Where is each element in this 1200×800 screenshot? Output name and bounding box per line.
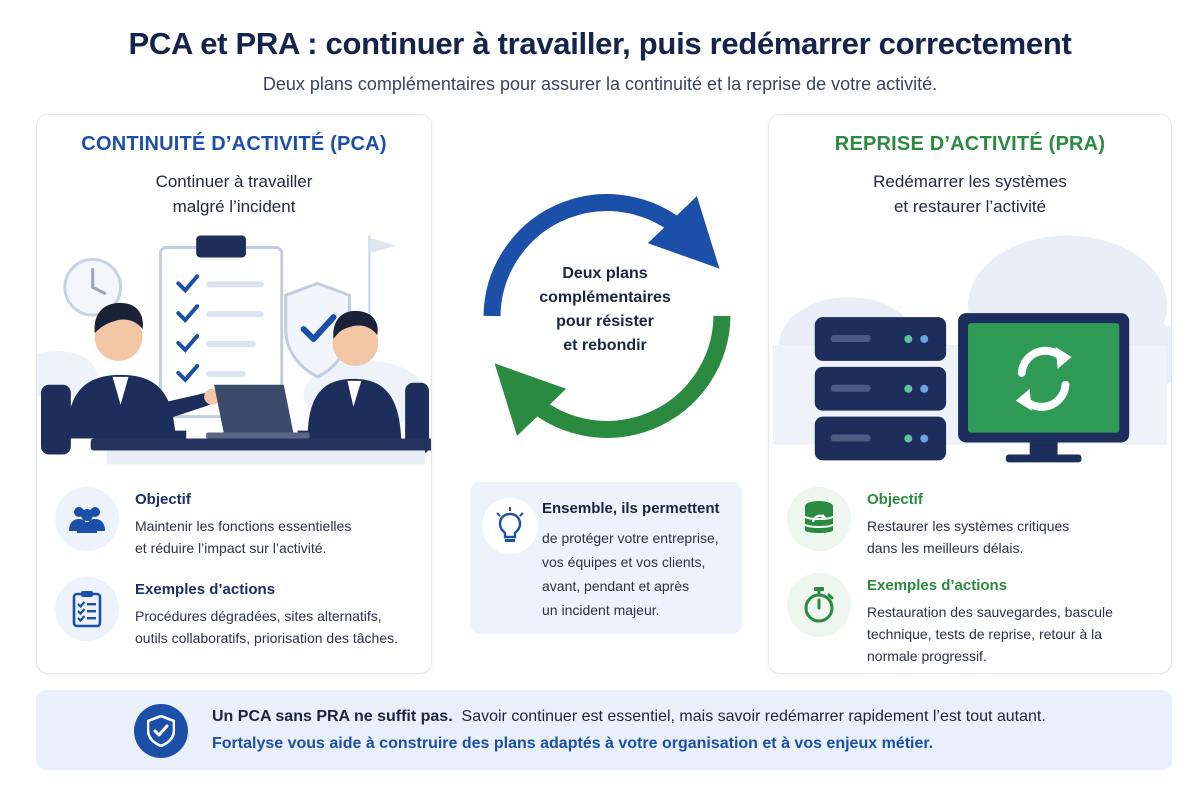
database-restore-icon <box>787 487 851 551</box>
ensemble-title: Ensemble, ils permettent <box>542 500 720 517</box>
page-title: PCA et PRA : continuer à travailler, pui… <box>128 26 1072 61</box>
clock-icon <box>63 257 123 317</box>
text-line: outils collaboratifs, priorisation des t… <box>135 630 399 646</box>
text-line: normale progressif. <box>867 648 987 664</box>
text-line: de protéger votre entreprise, <box>542 530 719 546</box>
banner-line-2: Fortalyse vous aide à construire des pla… <box>212 735 934 752</box>
person-right <box>297 310 402 441</box>
text-line: dans les meilleurs délais. <box>867 540 1024 556</box>
green-cycle-arrow <box>494 315 731 438</box>
text-line: avant, pendant et après <box>542 578 690 594</box>
pca-heading: CONTINUITÉ D’ACTIVITÉ (PCA) <box>81 133 387 155</box>
text-line: vos équipes et vos clients, <box>542 554 706 570</box>
pra-actions-text: Restauration des sauvegardes, bascule te… <box>867 601 1167 667</box>
pca-tagline-line: Continuer à travailler <box>155 172 313 191</box>
pca-objective-block: Objectif Maintenir les fonctions essenti… <box>55 487 425 563</box>
pca-tagline-line: malgré l’incident <box>172 197 296 216</box>
blue-cycle-arrow <box>483 194 720 317</box>
shield-check-icon <box>134 704 188 758</box>
pra-tagline: Redémarrer les systèmes et restaurer l’a… <box>769 169 1171 219</box>
pra-objective-title: Objectif <box>867 491 923 508</box>
checklist-clipboard-icon <box>158 235 284 419</box>
laptop-icon <box>206 384 310 439</box>
person-left <box>66 302 221 441</box>
text-line: technique, tests de reprise, retour à la <box>867 626 1103 642</box>
text-line: et réduire l’impact sur l’activité. <box>135 540 327 556</box>
team-icon <box>55 487 119 551</box>
banner-line-1: Un PCA sans PRA ne suffit pas. Savoir co… <box>212 708 1046 726</box>
clipboard-checklist-icon <box>55 577 119 641</box>
monitor-sync-icon <box>958 313 1130 463</box>
text-line: Procédures dégradées, sites alternatifs, <box>135 608 382 624</box>
pra-tagline-line: Redémarrer les systèmes <box>873 172 1067 191</box>
pra-tagline-line: et restaurer l’activité <box>893 197 1047 216</box>
pca-actions-title: Exemples d’actions <box>135 581 276 598</box>
business-meeting-illustration <box>37 235 431 465</box>
pca-tagline: Continuer à travailler malgré l’incident <box>37 169 431 219</box>
banner-line-1-rest: Savoir continuer est essentiel, mais sav… <box>461 708 1046 725</box>
pca-objective-text: Maintenir les fonctions essentielles et … <box>135 515 431 559</box>
lightbulb-icon <box>482 498 538 554</box>
ensemble-box: Ensemble, ils permettent de protéger vot… <box>470 482 742 634</box>
pra-card: REPRISE D’ACTIVITÉ (PRA) Redémarrer les … <box>768 114 1172 674</box>
pca-card: CONTINUITÉ D’ACTIVITÉ (PCA) Continuer à … <box>36 114 432 674</box>
pca-objective-title: Objectif <box>135 491 191 508</box>
text-line: Restauration des sauvegardes, bascule <box>867 604 1113 620</box>
pra-actions-title: Exemples d’actions <box>867 577 1008 594</box>
stopwatch-icon <box>787 573 851 637</box>
text-line: pour résister <box>556 313 654 330</box>
ensemble-text: de protéger votre entreprise, vos équipe… <box>542 526 738 622</box>
page-subtitle: Deux plans complémentaires pour assurer … <box>262 74 938 94</box>
text-line: Restaurer les systèmes critiques <box>867 518 1070 534</box>
pra-actions-block: Exemples d’actions Restauration des sauv… <box>787 573 1157 669</box>
server-restore-illustration <box>772 235 1171 463</box>
text-line: un incident majeur. <box>542 602 660 618</box>
pca-actions-block: Exemples d’actions Procédures dégradées,… <box>55 577 425 653</box>
cycle-caption: Deux plans complémentaires pour résister… <box>500 262 710 358</box>
text-line: Maintenir les fonctions essentielles <box>135 518 352 534</box>
pca-actions-text: Procédures dégradées, sites alternatifs,… <box>135 605 431 649</box>
cycle-arrows-diagram <box>483 194 731 438</box>
pra-objective-text: Restaurer les systèmes critiques dans le… <box>867 515 1167 559</box>
text-line: et rebondir <box>563 337 647 354</box>
text-line: Deux plans <box>562 265 648 282</box>
server-stack-icon <box>814 317 947 461</box>
pra-heading: REPRISE D’ACTIVITÉ (PRA) <box>834 133 1106 155</box>
banner-emphasis: Un PCA sans PRA ne suffit pas. <box>212 708 453 725</box>
text-line: complémentaires <box>539 289 671 306</box>
pra-objective-block: Objectif Restaurer les systèmes critique… <box>787 487 1157 563</box>
conclusion-banner: Un PCA sans PRA ne suffit pas. Savoir co… <box>36 690 1172 770</box>
